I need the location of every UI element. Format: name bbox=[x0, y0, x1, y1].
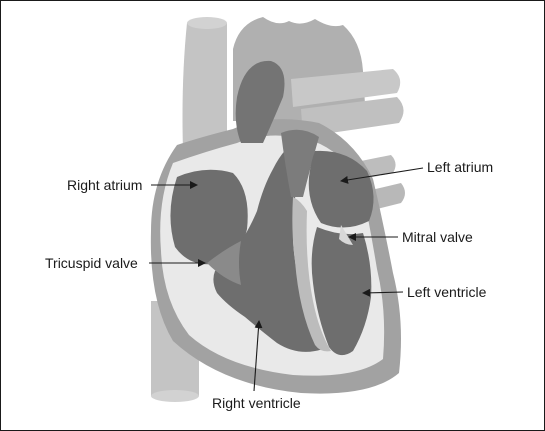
label-mitral-valve: Mitral valve bbox=[402, 229, 473, 245]
leader-right-ventricle bbox=[253, 320, 263, 392]
interventricular-septum bbox=[292, 197, 331, 352]
leader-left-atrium bbox=[340, 167, 424, 184]
label-left-ventricle: Left ventricle bbox=[407, 284, 487, 300]
right-atrium bbox=[170, 169, 248, 265]
leader-left-ventricle bbox=[362, 288, 404, 297]
label-right-atrium: Right atrium bbox=[67, 177, 142, 193]
aorta-lumen bbox=[235, 60, 285, 143]
label-left-atrium: Left atrium bbox=[427, 159, 493, 175]
left-ventricle bbox=[311, 227, 372, 356]
tricuspid-valve-leaflet bbox=[207, 241, 241, 285]
label-right-ventricle: Right ventricle bbox=[212, 395, 301, 411]
diagram-labels: Right atrium Tricuspid valve Right ventr… bbox=[45, 159, 493, 411]
pulmonary-trunk bbox=[281, 129, 319, 197]
right-ventricle bbox=[213, 141, 323, 352]
label-tricuspid-valve: Tricuspid valve bbox=[45, 255, 138, 271]
left-atrium bbox=[308, 150, 374, 228]
